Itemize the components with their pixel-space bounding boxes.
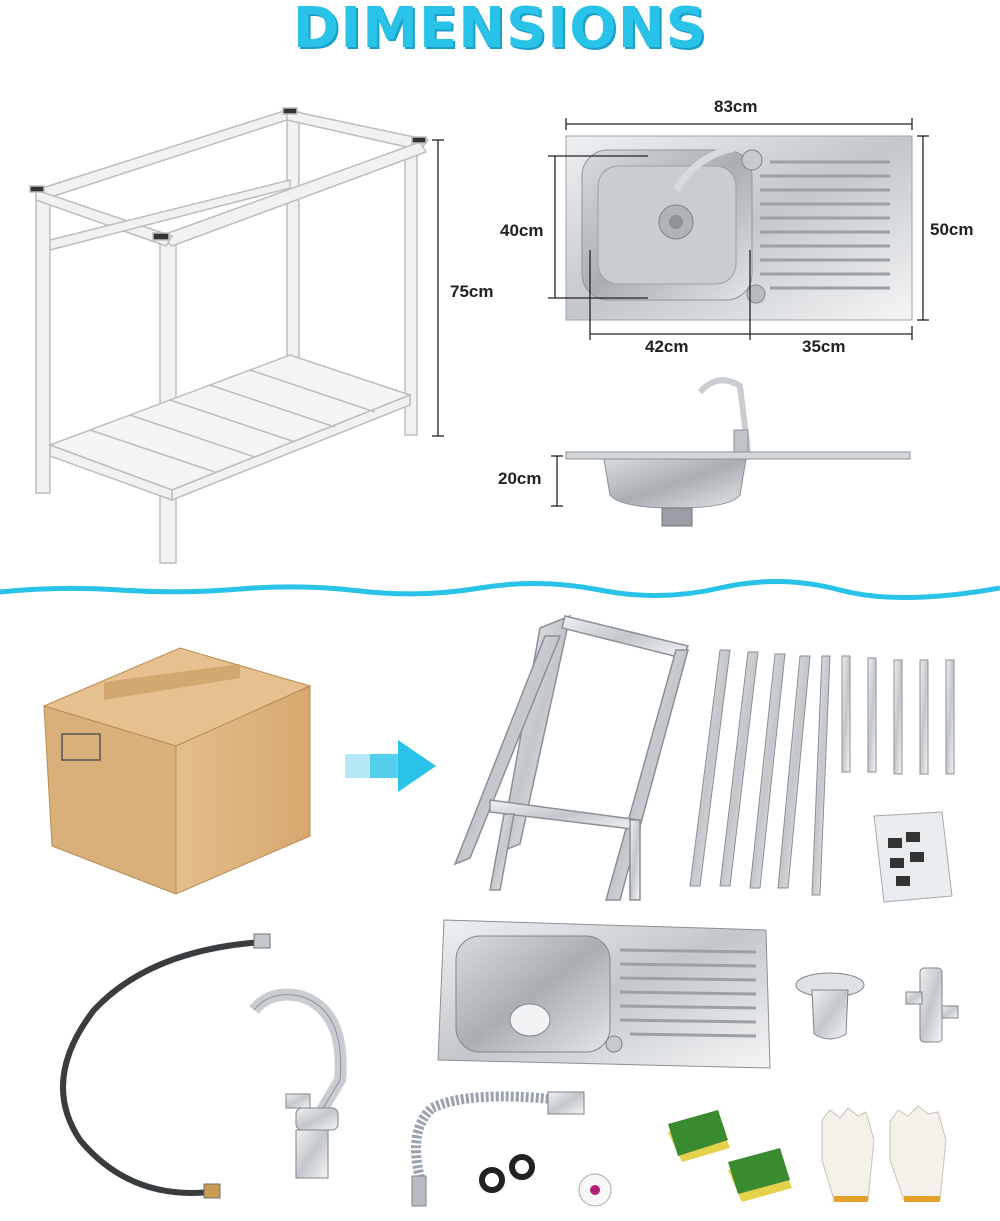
sink-top-view (565, 135, 913, 321)
stand-frame-diagram (29, 107, 430, 564)
bowl-depth-label: 20cm (498, 469, 542, 488)
arrow-icon (345, 740, 436, 792)
tube-bundle (689, 649, 955, 896)
sink-basin (437, 919, 771, 1069)
drain-strainer (795, 972, 865, 1040)
dimensions-title: DIMENSIONS (292, 0, 708, 61)
work-gloves (821, 1105, 947, 1202)
frame-parts (453, 614, 690, 901)
sink-length-label: 83cm (714, 97, 758, 116)
rubber-washers (479, 1154, 535, 1193)
sink-width-label: 50cm (930, 220, 974, 239)
height-dimension-line (432, 139, 444, 437)
bowl-width-label: 40cm (500, 221, 544, 240)
sink-dimension-lines (548, 118, 929, 340)
drainer-length-label: 35cm (802, 337, 846, 356)
stand-height-label: 75cm (450, 282, 494, 301)
drain-hose (411, 1091, 585, 1207)
braided-hose (60, 933, 271, 1199)
angle-valve (905, 967, 959, 1043)
drainer-ribs (760, 160, 890, 290)
sponges (668, 1110, 792, 1202)
screw-bag (873, 811, 953, 903)
bowl-length-label: 42cm (645, 337, 689, 356)
ptfe-tape (578, 1173, 612, 1207)
depth-dimension-line (551, 455, 563, 507)
shipping-carton (42, 647, 312, 895)
sink-side-view (565, 377, 911, 527)
faucet (249, 988, 347, 1179)
section-divider (0, 579, 1000, 601)
